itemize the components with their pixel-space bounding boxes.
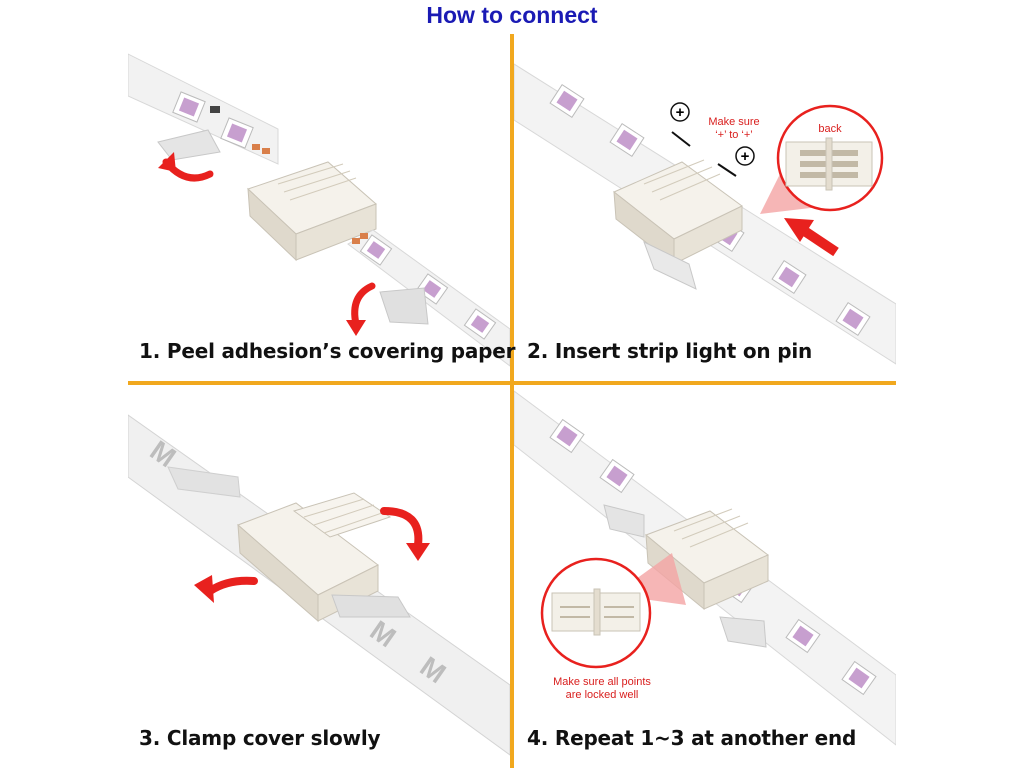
polarity-note-line-1: Make sure [708,116,759,128]
plus-circle-icon-2: + [735,146,755,166]
peeled-backing-paper-2 [379,287,429,325]
rotate-arrow-icon [380,507,430,561]
plus-circle-icon: + [670,102,690,122]
connector [613,159,743,290]
locked-note-line-2: are locked well [566,689,639,701]
zoom-back-view: back [776,104,884,212]
polarity-note-line-2: ‘+’ to ‘+’ [715,129,753,141]
rotate-arrow-icon-2 [194,575,258,603]
connector [237,492,411,623]
step-3-caption: 3. Clamp cover slowly [139,726,381,750]
step-2-panel: + + Make sure ‘+’ to ‘+’ back [514,34,896,381]
horizontal-divider-right [514,381,896,385]
led-strip-lower [347,229,510,367]
step-2-caption: 2. Insert strip light on pin [527,339,813,363]
step-3-illustration: M M M [128,414,510,756]
insert-arrow-icon [784,218,839,257]
svg-text:+: + [676,104,685,121]
step-1-panel [128,34,510,381]
led-strip-upper [128,53,279,165]
step-1-caption: 1. Peel adhesion’s covering paper [139,339,516,363]
page-title: How to connect [426,2,598,28]
arrow-icon-2 [717,163,737,177]
zoom-label: back [818,123,842,135]
step-3-panel: M M M [128,385,510,768]
locked-note-line-1: Make sure all points [553,676,651,688]
rotate-arrow-icon [158,152,214,182]
connector [247,161,377,262]
step-4-caption: 4. Repeat 1~3 at another end [527,726,857,750]
step-1-illustration [128,53,510,367]
vertical-divider [510,34,514,768]
zoom-locked-view [540,557,652,669]
svg-text:+: + [741,148,750,165]
step-2-illustration: + + Make sure ‘+’ to ‘+’ back [514,63,896,365]
step-4-panel: Make sure all points are locked well [514,385,896,768]
arrow-icon [671,131,691,147]
peeled-backing-paper [157,129,221,161]
rotate-arrow-icon-2 [346,282,376,336]
step-4-illustration: Make sure all points are locked well [514,390,896,746]
horizontal-divider-left [128,381,510,385]
